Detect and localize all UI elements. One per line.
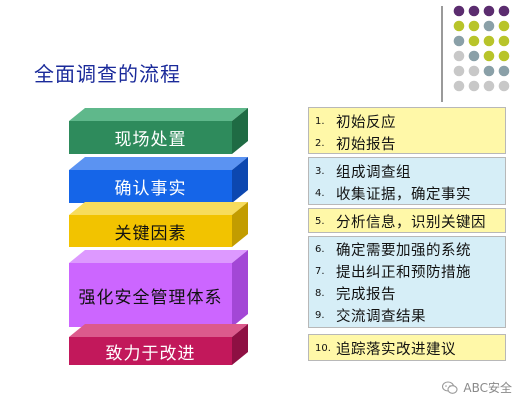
watermark-text: ABC安全 bbox=[463, 381, 512, 395]
step-text: 提出纠正和预防措施 bbox=[336, 264, 471, 281]
steps-panel-4: 6.确定需要加强的系统 7.提出纠正和预防措施 8.完成报告 9.交流调查结果 bbox=[308, 236, 506, 328]
step-item: 6.确定需要加强的系统 bbox=[315, 238, 499, 260]
step-text: 交流调查结果 bbox=[336, 308, 426, 325]
step-item: 4.收集证据，确定事实 bbox=[315, 182, 499, 204]
block-label: 关键因素 bbox=[114, 223, 187, 244]
block-label: 现场处置 bbox=[114, 130, 187, 150]
block-side-face bbox=[232, 157, 248, 203]
step-text: 组成调查组 bbox=[336, 164, 411, 181]
step-item: 10.追踪落实改进建议 bbox=[315, 337, 499, 359]
step-text: 初始反应 bbox=[336, 114, 396, 131]
block-front-face bbox=[69, 215, 232, 247]
block-top-face bbox=[69, 202, 248, 215]
steps-panel-3: 5.分析信息，识别关键因 bbox=[308, 208, 506, 233]
step-item: 8.完成报告 bbox=[315, 282, 499, 304]
steps-panel-2: 3.组成调查组 4.收集证据，确定事实 bbox=[308, 157, 506, 205]
step-text: 分析信息，识别关键因 bbox=[336, 214, 486, 231]
block-label: 确认事实 bbox=[114, 179, 187, 199]
block-top-face bbox=[69, 324, 248, 337]
block-side-face bbox=[232, 108, 248, 154]
block-front-face bbox=[69, 121, 232, 154]
block-front-face bbox=[69, 337, 232, 365]
block-top-face bbox=[69, 157, 248, 170]
step-item: 7.提出纠正和预防措施 bbox=[315, 260, 499, 282]
step-item: 1.初始反应 bbox=[315, 110, 499, 132]
step-item: 2.初始报告 bbox=[315, 132, 499, 153]
block-side-face bbox=[232, 324, 248, 365]
steps-panel-5: 10.追踪落实改进建议 bbox=[308, 334, 506, 361]
block-label: 致力于改进 bbox=[105, 343, 196, 364]
step-text: 追踪落实改进建议 bbox=[336, 341, 456, 358]
decorative-divider-line bbox=[441, 6, 443, 102]
block-label: 强化安全管理体系 bbox=[78, 287, 223, 308]
block-front-face bbox=[69, 170, 232, 203]
watermark: ABC安全 bbox=[442, 379, 512, 396]
block-side-face bbox=[232, 250, 248, 327]
step-item: 5.分析信息，识别关键因 bbox=[315, 210, 499, 232]
step-text: 确定需要加强的系统 bbox=[336, 242, 471, 259]
step-text: 收集证据，确定事实 bbox=[336, 186, 471, 203]
step-item: 3.组成调查组 bbox=[315, 160, 499, 182]
step-item: 9.交流调查结果 bbox=[315, 304, 499, 326]
block-top-face bbox=[69, 250, 248, 263]
block-side-face bbox=[232, 202, 248, 247]
block-front-face bbox=[69, 263, 232, 327]
step-text: 完成报告 bbox=[336, 286, 396, 303]
block-top-face bbox=[69, 108, 248, 121]
page-title: 全面调查的流程 bbox=[34, 62, 181, 86]
wechat-icon bbox=[442, 380, 458, 394]
steps-panel-1: 1.初始反应 2.初始报告 bbox=[308, 107, 506, 154]
step-text: 初始报告 bbox=[336, 136, 396, 153]
